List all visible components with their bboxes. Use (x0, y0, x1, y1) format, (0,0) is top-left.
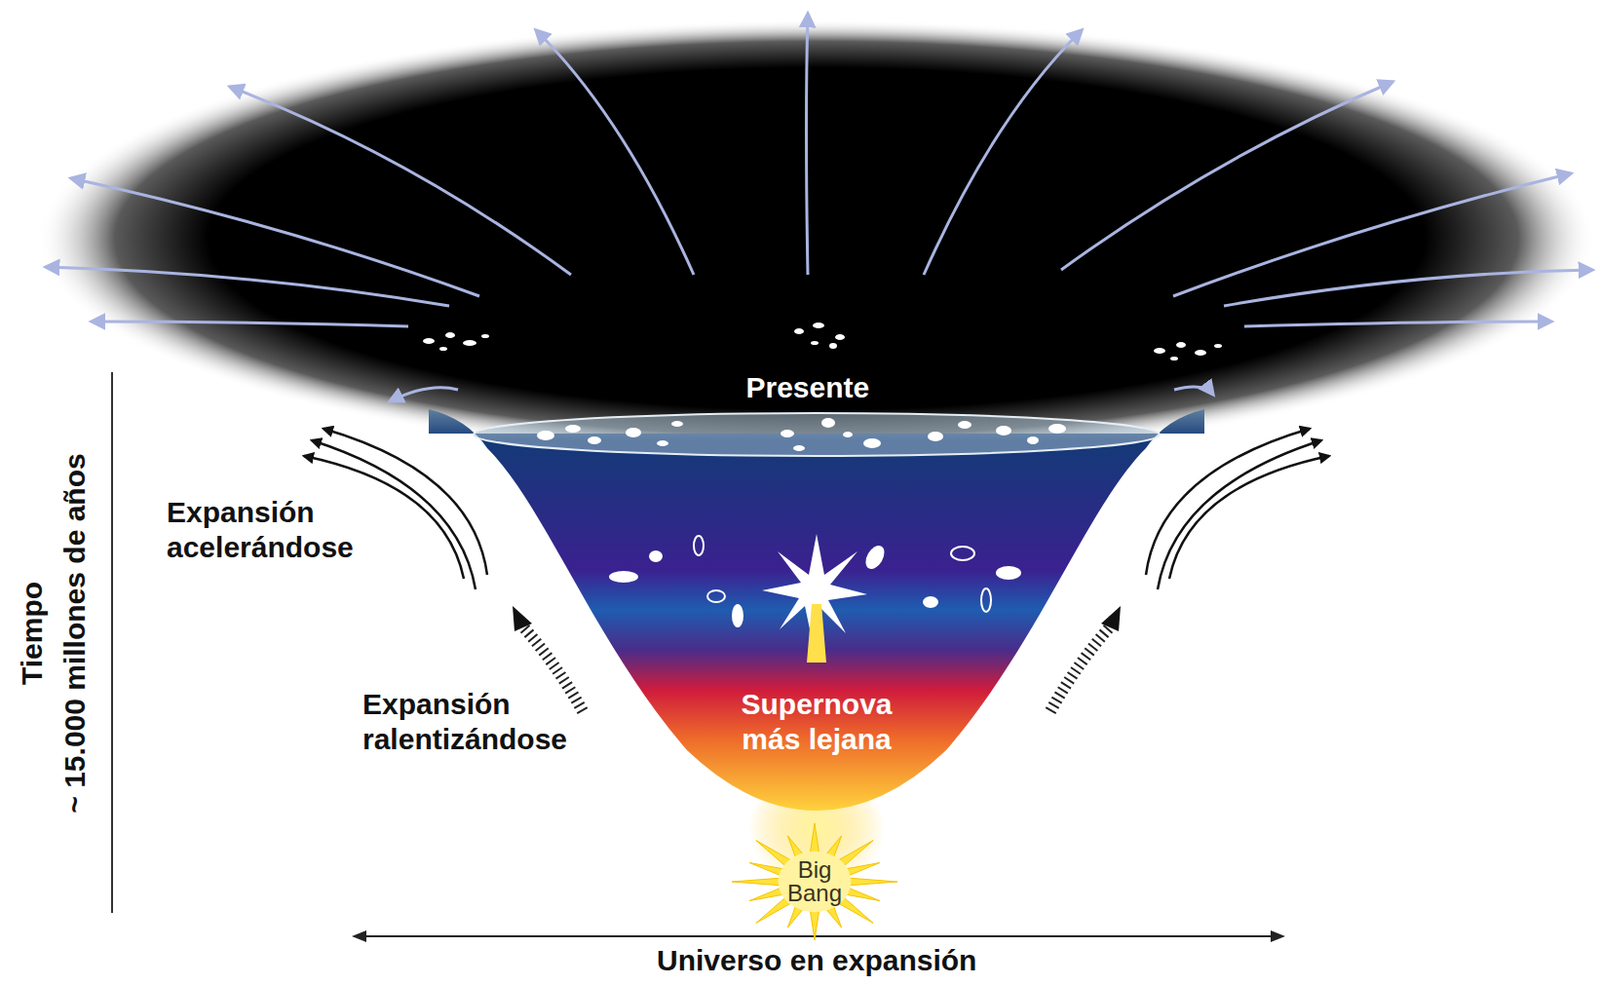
axis-label: Universo en expansión (656, 943, 977, 979)
supernova-label: Supernova más lejana (719, 686, 915, 758)
era-label: Presente (746, 370, 871, 406)
big-bang-star: Big Bang (731, 823, 898, 941)
axis-title: Tiempo (14, 581, 50, 686)
axis-value: ~ 15.000 millones de años (56, 453, 92, 813)
node-text: Big Bang (783, 858, 846, 906)
expansion-label: Expansión acelerándose (166, 495, 411, 566)
expansion-label: Expansión ralentizándose (362, 686, 618, 758)
